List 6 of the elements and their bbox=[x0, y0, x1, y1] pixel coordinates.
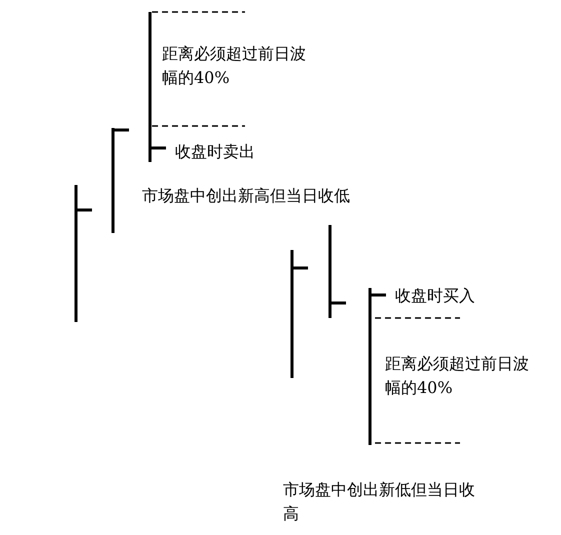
annotation-text: 收盘时卖出 bbox=[175, 141, 256, 163]
annotation-text: 收盘时买入 bbox=[395, 285, 476, 307]
annotation-text: 距离必须超过前日波幅的40% bbox=[162, 43, 307, 89]
annotation-text: 市场盘中创出新高但当日收低 bbox=[142, 185, 351, 207]
annotation-text: 距离必须超过前日波幅的40% bbox=[385, 353, 530, 399]
annotation-text: 市场盘中创出新低但当日收高 bbox=[283, 479, 476, 525]
